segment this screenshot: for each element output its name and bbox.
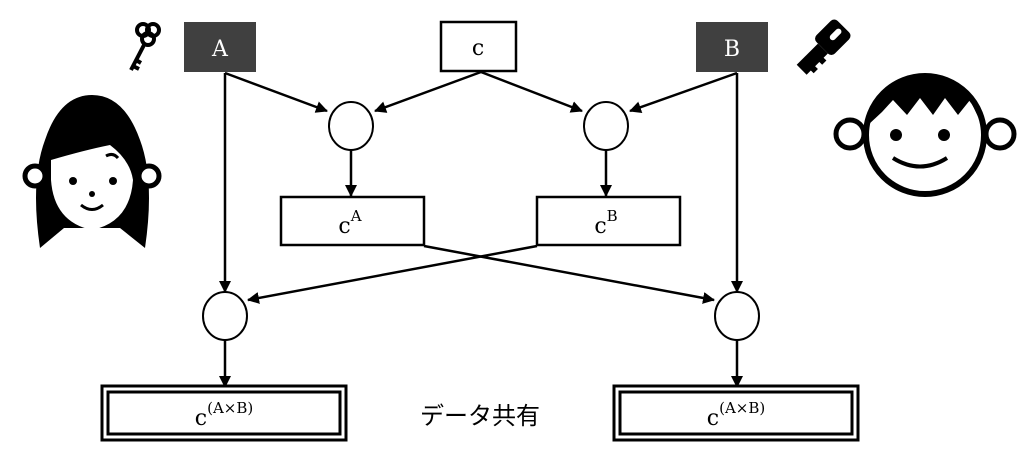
modern-key-icon bbox=[796, 19, 851, 75]
cb-sup: B bbox=[607, 207, 618, 225]
data-c-box: c bbox=[439, 20, 518, 73]
encrypted-ca-box: cA bbox=[279, 195, 426, 247]
result-right-sup: (A×B) bbox=[719, 399, 765, 417]
key-b-label: B bbox=[724, 37, 740, 62]
key-a-box: A bbox=[184, 22, 256, 72]
edge-ca-to-dec-right bbox=[423, 244, 715, 304]
result-left-sup: (A×B) bbox=[207, 399, 253, 417]
encrypt-node-a bbox=[328, 101, 374, 151]
ca-sup: A bbox=[350, 207, 362, 225]
svg-text:c(A×B): c(A×B) bbox=[195, 399, 253, 431]
cb-base: c bbox=[594, 214, 606, 239]
edge-c-to-enc-a bbox=[374, 70, 482, 113]
old-key-icon bbox=[129, 22, 161, 71]
svg-text:c(A×B): c(A×B) bbox=[707, 399, 765, 431]
encrypt-node-b bbox=[583, 101, 629, 151]
combine-node-right bbox=[714, 291, 760, 341]
combine-node-left bbox=[202, 291, 248, 341]
edge-a-to-enc-a bbox=[224, 71, 328, 113]
encrypted-cb-box: cB bbox=[535, 195, 682, 247]
svg-text:cB: cB bbox=[594, 207, 617, 239]
result-right-box: c(A×B) bbox=[612, 384, 860, 442]
girl-avatar-icon bbox=[22, 95, 162, 248]
result-left-base: c bbox=[195, 406, 207, 431]
result-left-box: c(A×B) bbox=[100, 384, 348, 442]
svg-text:cA: cA bbox=[338, 207, 361, 239]
edge-cb-to-dec-left bbox=[247, 244, 538, 304]
edge-c-to-enc-b bbox=[480, 70, 583, 113]
edge-b-to-enc-b bbox=[629, 71, 738, 113]
key-a-label: A bbox=[211, 37, 229, 62]
ca-base: c bbox=[338, 214, 350, 239]
diagram-title: データ共有 bbox=[420, 402, 540, 430]
data-c-label: c bbox=[472, 36, 484, 61]
key-b-box: B bbox=[696, 22, 768, 72]
boy-avatar-icon bbox=[833, 73, 1017, 197]
result-right-base: c bbox=[707, 406, 719, 431]
